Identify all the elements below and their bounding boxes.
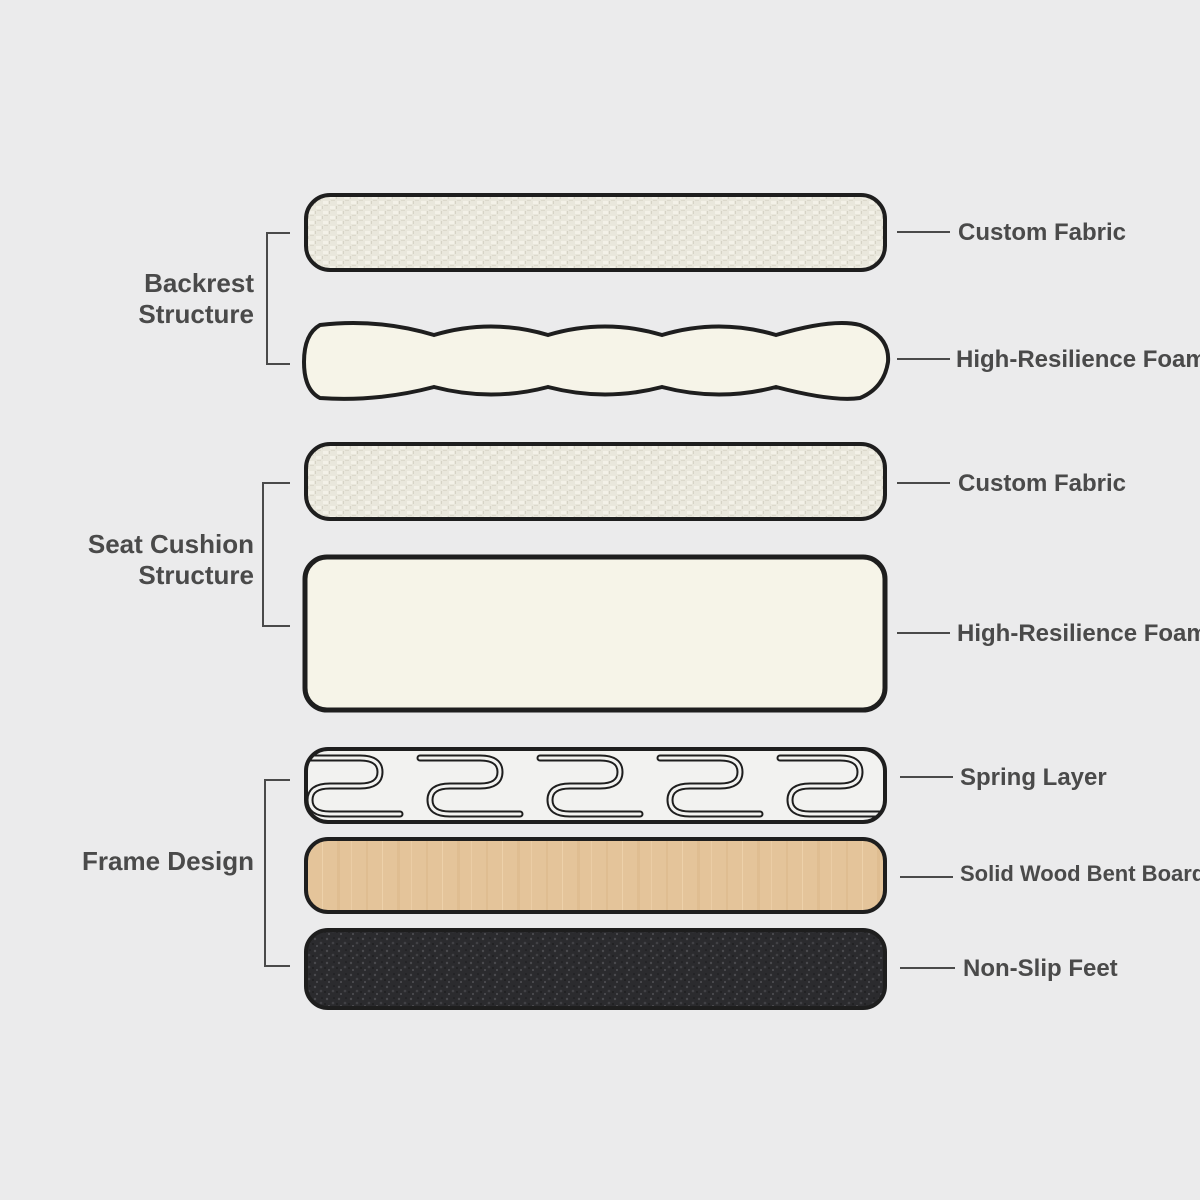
layer-non-slip-feet	[304, 928, 887, 1010]
label-backrest-fabric: Custom Fabric	[958, 219, 1126, 246]
group-label-frame: Frame Design	[82, 846, 254, 876]
group-label-backrest-line1: Backrest	[144, 268, 254, 298]
group-label-backrest-line2: Structure	[138, 299, 254, 329]
bracket-frame	[264, 779, 290, 967]
label-backrest-foam: High-Resilience Foam	[956, 346, 1200, 373]
layer-seat-foam	[302, 554, 888, 713]
layer-springs	[304, 747, 887, 824]
group-label-seat-line1: Seat Cushion	[88, 529, 254, 559]
bracket-seat	[262, 482, 290, 627]
label-seat-fabric: Custom Fabric	[958, 470, 1126, 497]
layer-seat-fabric	[304, 442, 887, 521]
label-seat-foam: High-Resilience Foam	[957, 620, 1200, 647]
layer-backrest-fabric	[304, 193, 887, 272]
group-label-seat-line2: Structure	[138, 560, 254, 590]
label-wood: Solid Wood Bent Board	[960, 861, 1200, 886]
label-springs: Spring Layer	[960, 764, 1107, 791]
layer-backrest-foam	[301, 320, 891, 401]
bracket-backrest	[266, 232, 290, 365]
layer-wood-board	[304, 837, 887, 914]
label-feet: Non-Slip Feet	[963, 955, 1118, 982]
